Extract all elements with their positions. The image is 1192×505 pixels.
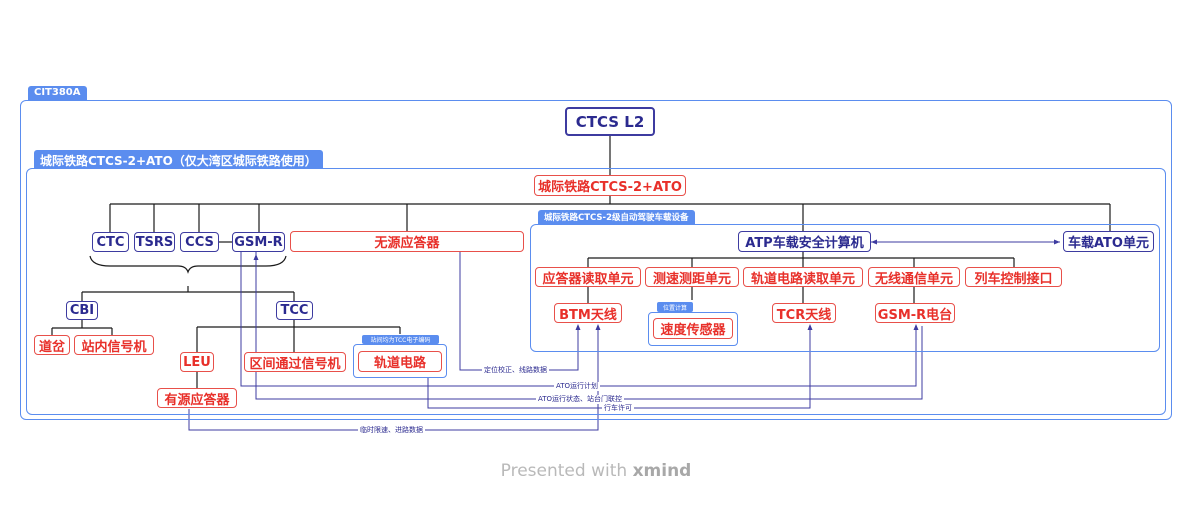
balise-reader-node[interactable]: 应答器读取单元 xyxy=(535,267,641,287)
ctc-node[interactable]: CTC xyxy=(92,232,129,252)
edge-label-ato-plan: ATO运行计划 xyxy=(554,382,601,391)
gsmr-node[interactable]: GSM-R xyxy=(232,232,285,252)
onboard-frame xyxy=(530,224,1160,352)
cbi-node[interactable]: CBI xyxy=(66,301,98,320)
ccs-node[interactable]: CCS xyxy=(180,232,219,252)
edge-label-movement-authority: 行车许可 xyxy=(602,404,634,413)
speed-sensor-frame xyxy=(648,312,738,346)
track-reader-node[interactable]: 轨道电路读取单元 xyxy=(743,267,863,287)
onboard-tag: 城际铁路CTCS-2级自动驾驶车载设备 xyxy=(538,210,695,224)
tcr-node[interactable]: TCR天线 xyxy=(772,303,836,323)
btm-node[interactable]: BTM天线 xyxy=(554,303,622,323)
edge-label-position-fix: 定位校正、线路数据 xyxy=(482,366,549,375)
footer: Presented with xmind xyxy=(0,461,1192,481)
intercity-tag: 城际铁路CTCS-2+ATO（仅大湾区城际铁路使用） xyxy=(34,150,323,168)
speed-distance-node[interactable]: 测速测距单元 xyxy=(645,267,739,287)
switch-node[interactable]: 道岔 xyxy=(34,335,70,355)
block-signal-node[interactable]: 区间通过信号机 xyxy=(244,352,346,372)
active-balise-node[interactable]: 有源应答器 xyxy=(157,388,237,408)
outer-tag: CIT380A xyxy=(28,86,87,101)
footer-brand: xmind xyxy=(632,461,692,481)
brace-ground xyxy=(89,255,287,274)
track-code-tag: 站间均为TCC电子编码 xyxy=(362,335,439,344)
track-circuit-node[interactable]: 轨道电路 xyxy=(358,351,442,372)
edge-label-temp-speed: 临时限速、进路数据 xyxy=(358,426,425,435)
ato-unit-node[interactable]: 车载ATO单元 xyxy=(1063,231,1154,252)
atp-node[interactable]: ATP车载安全计算机 xyxy=(738,231,871,252)
track-circuit-frame xyxy=(353,344,447,378)
leu-node[interactable]: LEU xyxy=(180,352,214,372)
outer-frame xyxy=(20,100,1172,420)
root-node[interactable]: CTCS L2 xyxy=(565,107,655,136)
gsmr-radio-node[interactable]: GSM-R电台 xyxy=(875,303,955,323)
tsrs-node[interactable]: TSRS xyxy=(134,232,175,252)
train-interface-node[interactable]: 列车控制接口 xyxy=(965,267,1062,287)
intercity-frame xyxy=(26,168,1166,415)
station-signal-node[interactable]: 站内信号机 xyxy=(74,335,154,355)
speed-sensor-node[interactable]: 速度传感器 xyxy=(653,318,733,339)
edge-label-ato-status: ATO运行状态、站台门联控 xyxy=(536,395,625,404)
footer-prefix: Presented with xyxy=(500,461,633,481)
position-tag: 位置计算 xyxy=(657,302,693,312)
passive-balise-node[interactable]: 无源应答器 xyxy=(290,231,524,252)
wireless-node[interactable]: 无线通信单元 xyxy=(868,267,960,287)
tcc-node[interactable]: TCC xyxy=(276,301,313,320)
intercity-title-node[interactable]: 城际铁路CTCS-2+ATO xyxy=(534,175,686,196)
